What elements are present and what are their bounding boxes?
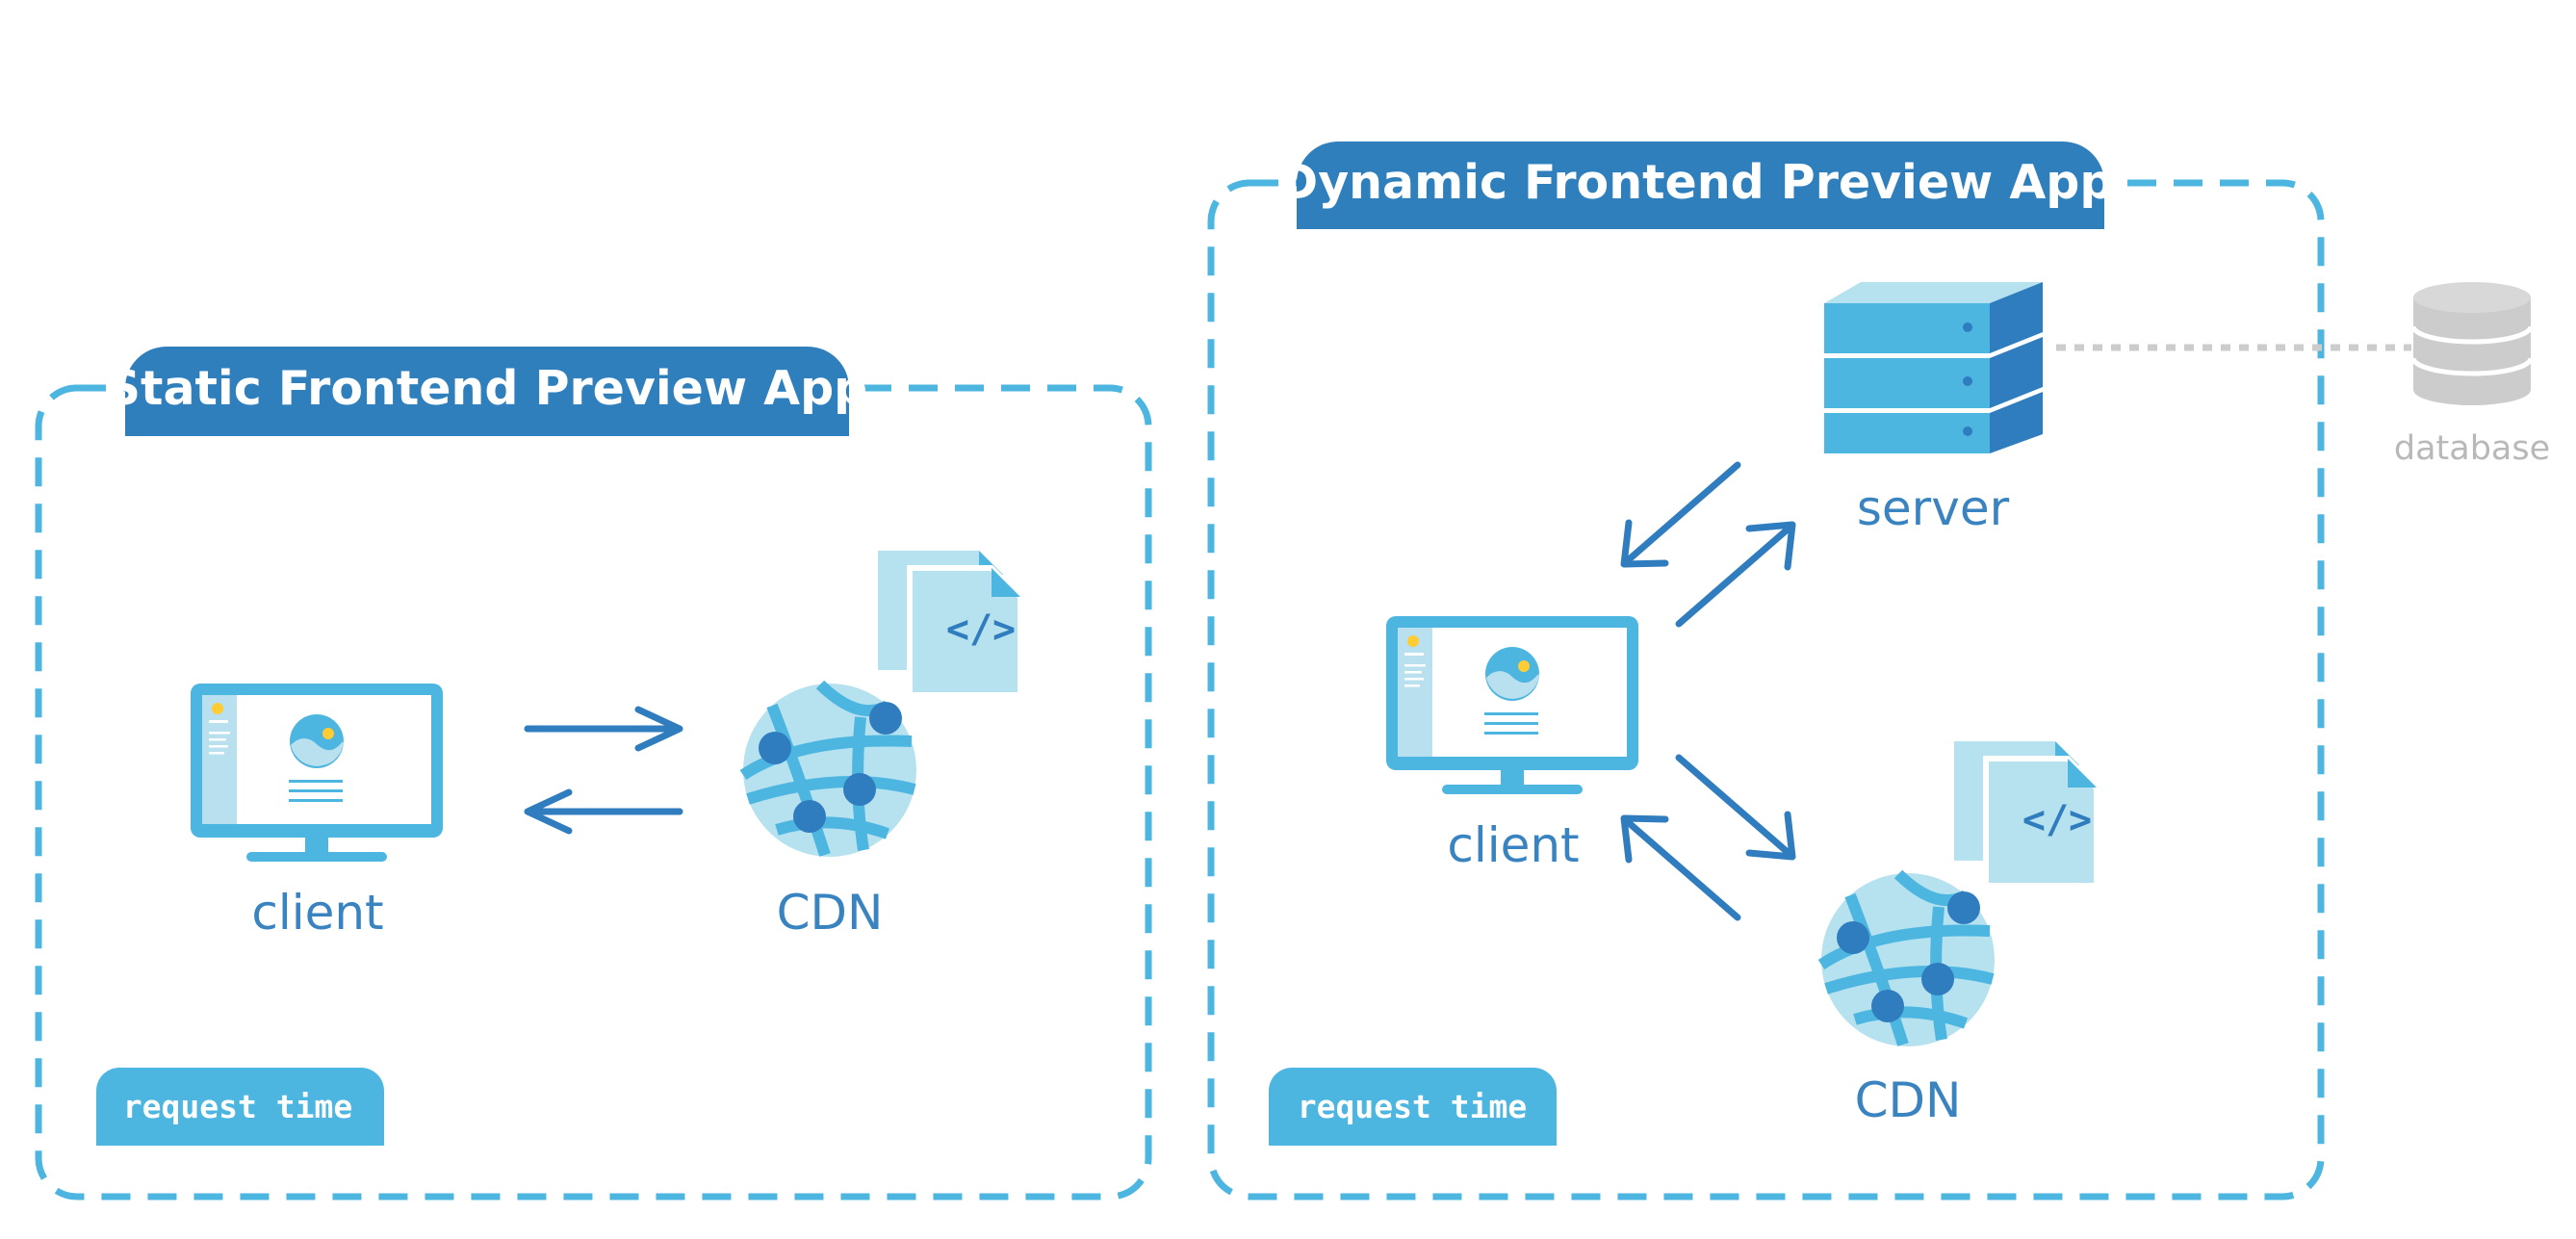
static-code-glyph: </> (946, 607, 1016, 652)
dynamic-cdn-label: CDN (1855, 1072, 1962, 1128)
static-app-header (125, 347, 849, 436)
static-cdn-globe-icon (743, 684, 916, 857)
dynamic-request-time-tag (1269, 1068, 1557, 1146)
server-stack-icon (1824, 282, 2043, 453)
database-cylinder-icon (2410, 282, 2534, 405)
static-app-panel: Static Frontend Preview App client </> C… (35, 347, 1152, 1200)
dynamic-app-title: Dynamic Frontend Preview App (1279, 155, 2114, 210)
dynamic-cdn-globe-icon (1821, 873, 1995, 1046)
cdn-response-arrow (1620, 814, 1741, 921)
static-client-monitor-icon (191, 684, 443, 862)
static-response-arrow (524, 788, 683, 835)
dynamic-client-monitor-icon (1386, 616, 1638, 794)
static-cdn-label: CDN (777, 885, 884, 941)
static-client-label: client (251, 885, 383, 941)
dynamic-app-panel: Dynamic Frontend Preview App client serv… (1207, 142, 2411, 1200)
database-label: database (2394, 429, 2550, 468)
static-app-title: Static Frontend Preview App (107, 361, 868, 416)
cdn-request-arrow (1675, 754, 1796, 861)
dynamic-app-header (1297, 142, 2104, 229)
dynamic-client-label: client (1447, 817, 1579, 873)
static-request-time-tag (96, 1068, 384, 1146)
static-request-arrow (524, 706, 683, 752)
server-label: server (1857, 480, 2010, 536)
dynamic-app-border (1207, 179, 2325, 1200)
dynamic-code-glyph: </> (2022, 798, 2092, 842)
server-response-arrow (1620, 461, 1741, 568)
static-request-time-label: request time (123, 1088, 352, 1125)
dynamic-request-time-label: request time (1298, 1088, 1527, 1125)
server-request-arrow (1675, 521, 1796, 628)
